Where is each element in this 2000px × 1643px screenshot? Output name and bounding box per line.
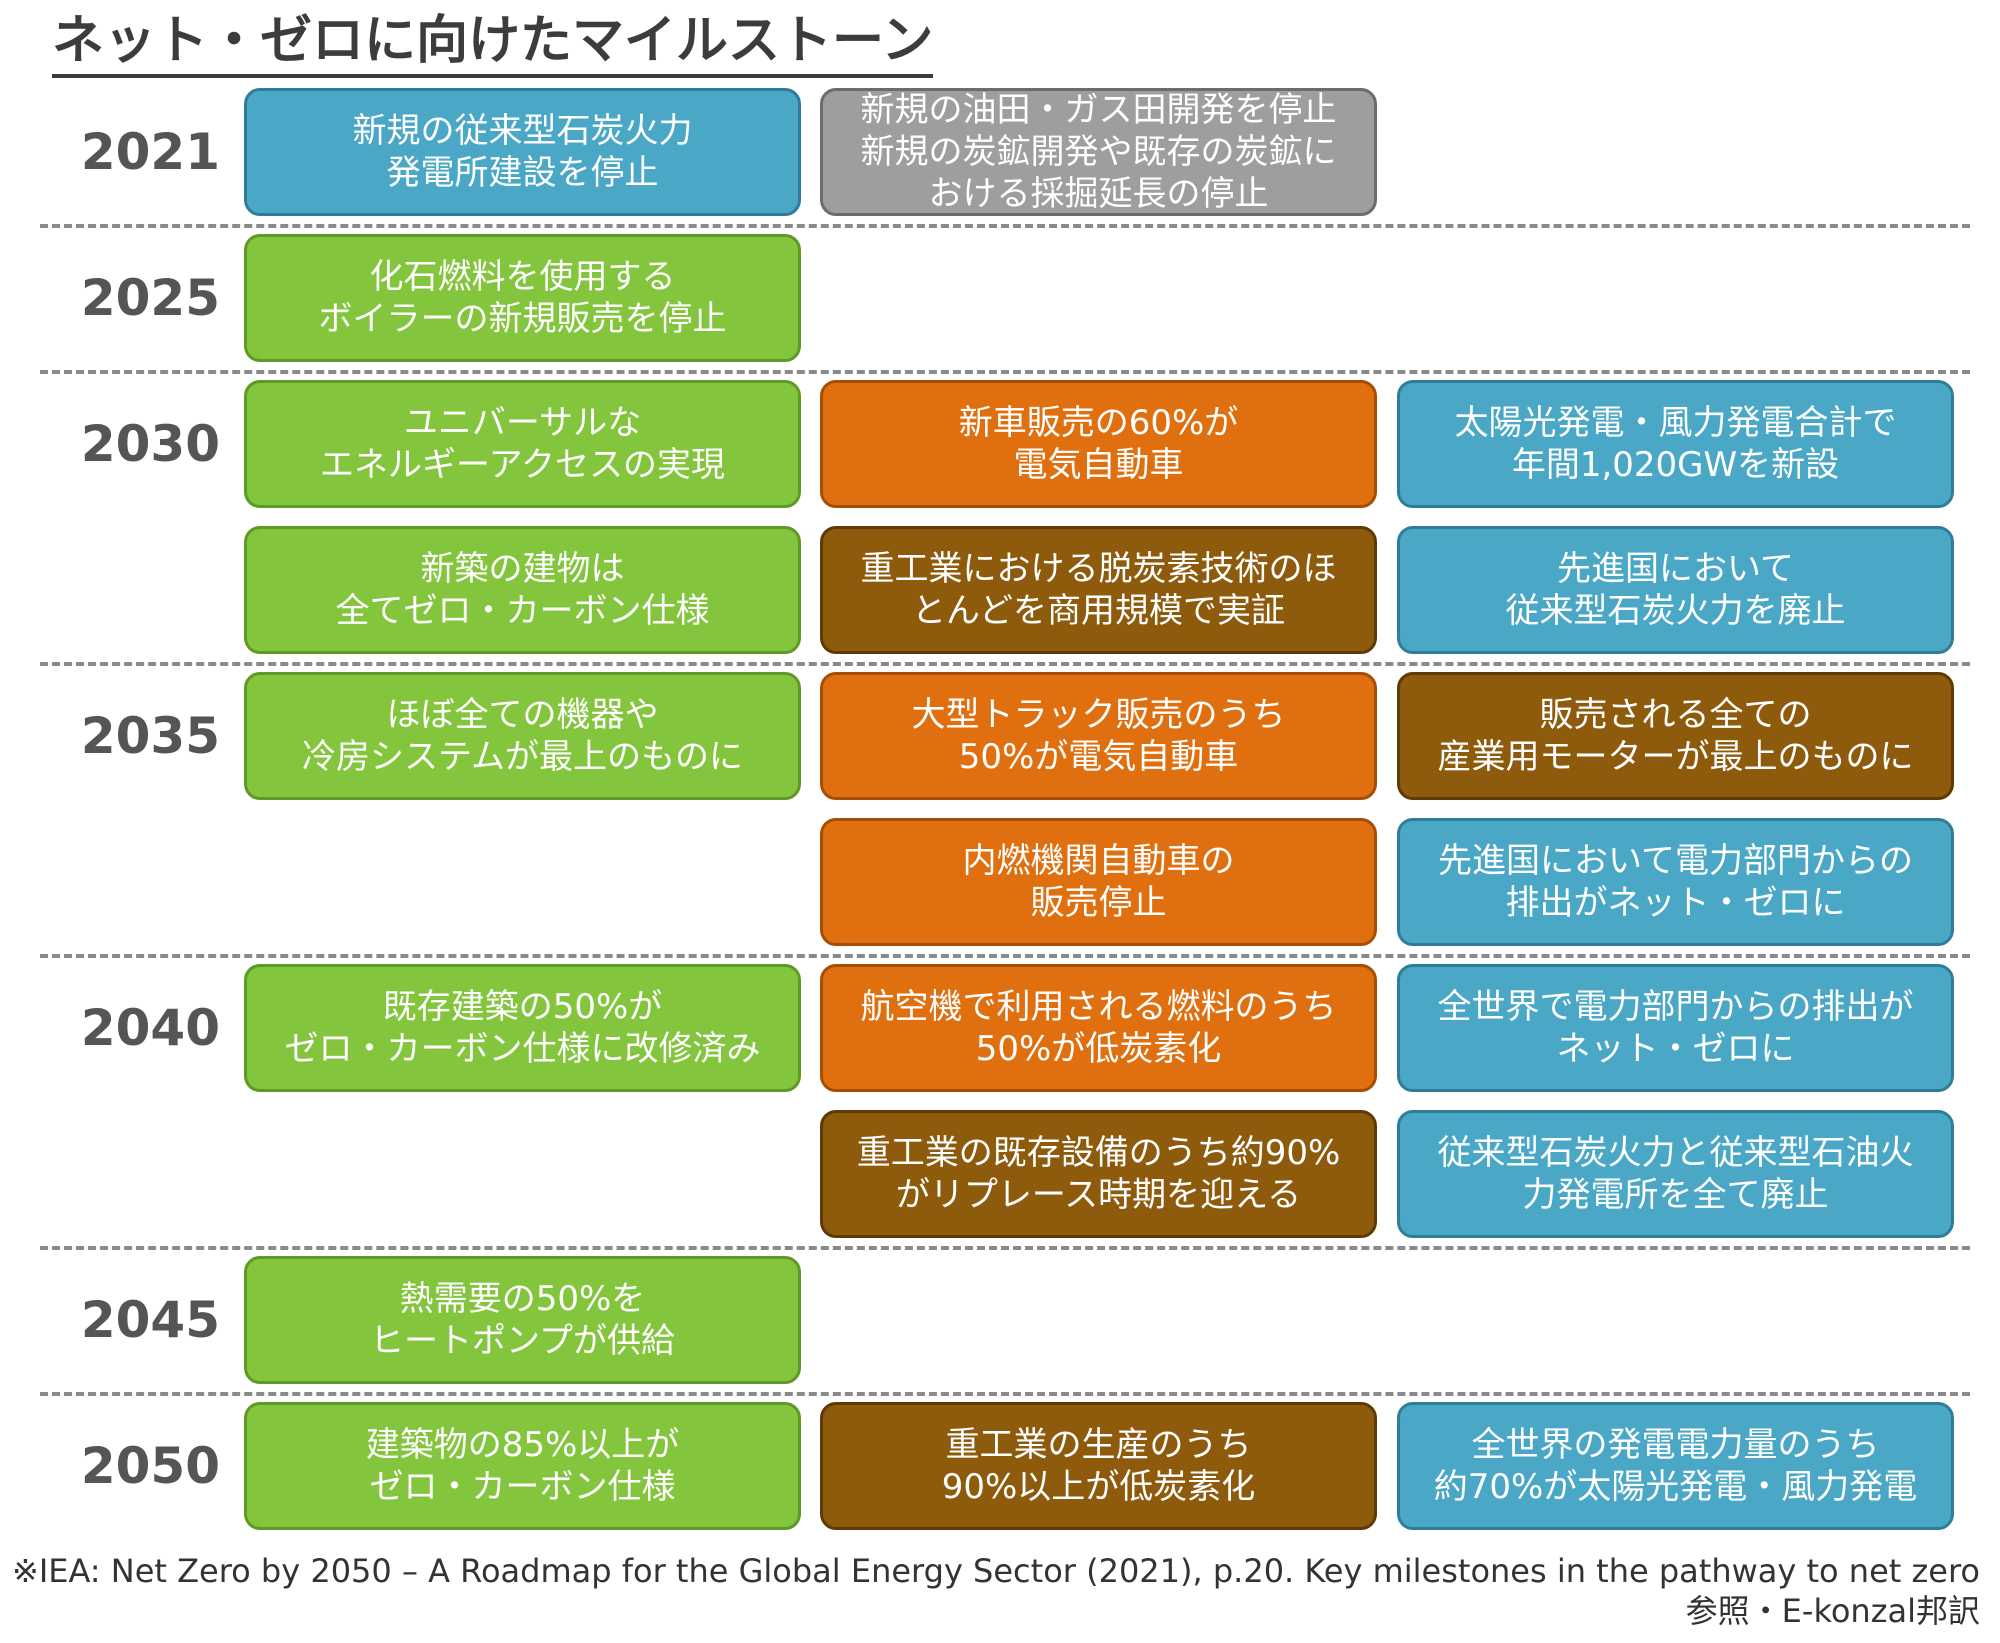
milestone-2040-aviation-fuel: 航空機で利用される燃料のうち 50%が低炭素化 xyxy=(820,964,1377,1092)
milestone-2030-zero-carbon-buildings: 新築の建物は 全てゼロ・カーボン仕様 xyxy=(244,526,801,654)
milestone-2040-retrofit: 既存建築の50%が ゼロ・カーボン仕様に改修済み xyxy=(244,964,801,1092)
separator xyxy=(40,224,1970,228)
milestone-2035-ice-cars: 内燃機関自動車の 販売停止 xyxy=(820,818,1377,946)
translation-credit: 参照・E-konzal邦訳 xyxy=(1685,1592,1980,1630)
milestone-2050-industry: 重工業の生産のうち 90%以上が低炭素化 xyxy=(820,1402,1377,1530)
milestone-2035-power-net-zero-advanced: 先進国において電力部門からの 排出がネット・ゼロに xyxy=(1397,818,1954,946)
milestone-2040-phase-out-all: 従来型石炭火力と従来型石油火 力発電所を全て廃止 xyxy=(1397,1110,1954,1238)
year-label-2025: 2025 xyxy=(80,269,220,327)
milestone-2025-boilers: 化石燃料を使用する ボイラーの新規販売を停止 xyxy=(244,234,801,362)
milestone-2040-replacement: 重工業の既存設備のうち約90% がリプレース時期を迎える xyxy=(820,1110,1377,1238)
milestone-2035-heavy-trucks: 大型トラック販売のうち 50%が電気自動車 xyxy=(820,672,1377,800)
milestone-2030-phase-out-coal: 先進国において 従来型石炭火力を廃止 xyxy=(1397,526,1954,654)
milestone-2030-ev-sales: 新車販売の60%が 電気自動車 xyxy=(820,380,1377,508)
milestone-2030-solar-wind: 太陽光発電・風力発電合計で 年間1,020GWを新設 xyxy=(1397,380,1954,508)
separator xyxy=(40,370,1970,374)
milestone-2050-generation: 全世界の発電電力量のうち 約70%が太陽光発電・風力発電 xyxy=(1397,1402,1954,1530)
year-label-2035: 2035 xyxy=(80,707,220,765)
separator xyxy=(40,662,1970,666)
milestone-2021-fuel-supply: 新規の油田・ガス田開発を停止 新規の炭鉱開発や既存の炭鉱に おける採掘延長の停止 xyxy=(820,88,1377,216)
milestone-2045-heat-pumps: 熱需要の50%を ヒートポンプが供給 xyxy=(244,1256,801,1384)
separator xyxy=(40,1392,1970,1396)
milestone-2035-appliances: ほぼ全ての機器や 冷房システムが最上のものに xyxy=(244,672,801,800)
separator xyxy=(40,954,1970,958)
milestone-2030-heavy-industry-demo: 重工業における脱炭素技術のほ とんどを商用規模で実証 xyxy=(820,526,1377,654)
milestone-2021-coal-plants: 新規の従来型石炭火力 発電所建設を停止 xyxy=(244,88,801,216)
milestone-2050-buildings: 建築物の85%以上が ゼロ・カーボン仕様 xyxy=(244,1402,801,1530)
year-label-2030: 2030 xyxy=(80,415,220,473)
source-note: ※IEA: Net Zero by 2050 – A Roadmap for t… xyxy=(12,1552,1980,1590)
milestone-2030-energy-access: ユニバーサルな エネルギーアクセスの実現 xyxy=(244,380,801,508)
milestone-2040-power-net-zero-global: 全世界で電力部門からの排出が ネット・ゼロに xyxy=(1397,964,1954,1092)
page-title: ネット・ゼロに向けたマイルストーン xyxy=(52,10,934,78)
milestone-2035-industrial-motors: 販売される全ての 産業用モーターが最上のものに xyxy=(1397,672,1954,800)
year-label-2021: 2021 xyxy=(80,123,220,181)
year-label-2040: 2040 xyxy=(80,999,220,1057)
year-label-2050: 2050 xyxy=(80,1437,220,1495)
year-label-2045: 2045 xyxy=(80,1291,220,1349)
separator xyxy=(40,1246,1970,1250)
